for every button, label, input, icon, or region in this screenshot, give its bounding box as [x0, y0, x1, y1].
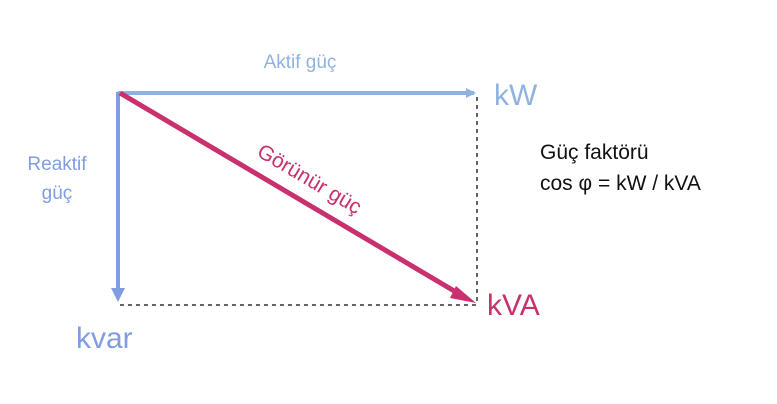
- reactive-power-label-line1: Reaktif: [27, 154, 87, 175]
- power-factor-formula: cos φ = kW / kVA: [540, 172, 701, 195]
- apparent-unit-label: kVA: [487, 289, 540, 322]
- apparent-arrowhead: [450, 286, 476, 303]
- reactive-arrowhead: [111, 288, 125, 302]
- active-unit-label: kW: [494, 79, 538, 112]
- power-factor-title: Güç faktörü: [540, 141, 649, 164]
- apparent-power-arrow: [118, 90, 468, 301]
- reactive-power-label-line2: güç: [42, 183, 73, 204]
- active-power-label: Aktif güç: [264, 52, 337, 73]
- reactive-unit-label: kvar: [76, 322, 133, 355]
